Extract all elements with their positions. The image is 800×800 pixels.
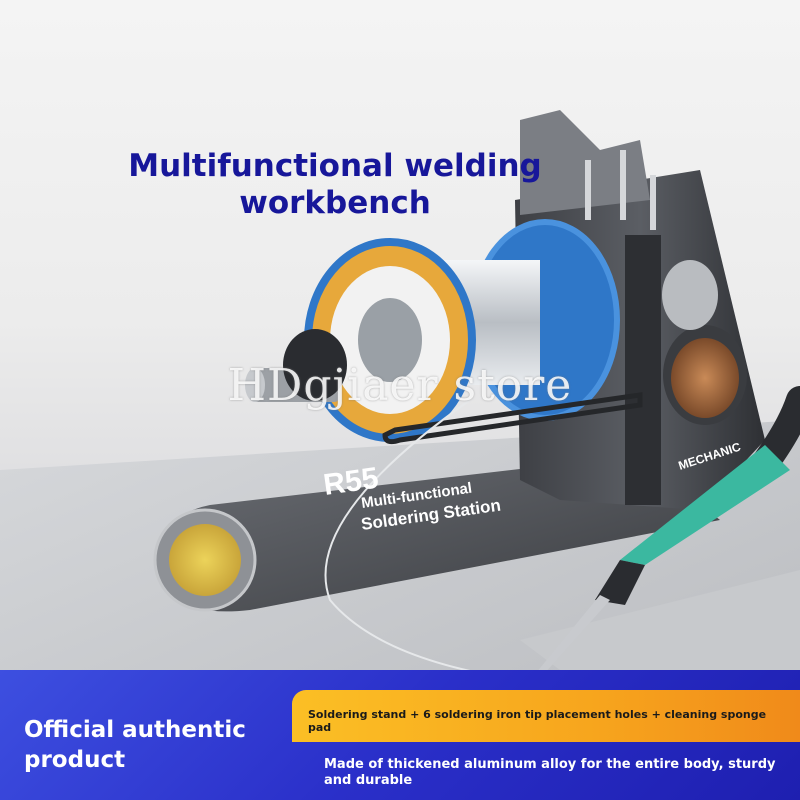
headline: Multifunctional welding workbench [120, 148, 550, 222]
tip-slot [585, 160, 591, 220]
tip-slot [650, 175, 656, 230]
headline-line2: workbench [239, 185, 431, 221]
axle-knob [283, 329, 347, 401]
base-model-print: R55 [321, 462, 380, 502]
brass-wool [671, 338, 739, 418]
feature-strip-text: Soldering stand + 6 soldering iron tip p… [308, 708, 767, 734]
authentic-title-line2: product [24, 747, 126, 773]
feature-strip [292, 690, 800, 742]
holder-knob [662, 260, 718, 330]
sponge-pad [169, 524, 241, 596]
iron-handle [620, 445, 790, 565]
iron-collar [595, 560, 645, 605]
headline-line1: Multifunctional welding [128, 148, 542, 184]
metal-sheet [520, 570, 800, 700]
tower-column [625, 235, 661, 505]
iron-tip [522, 595, 610, 692]
authentic-title-line1: Official authentic [24, 717, 246, 743]
tip-slot [620, 150, 626, 220]
authentic-title: Official authentic product [24, 715, 304, 775]
solder-wire [324, 399, 521, 681]
feature-description: Made of thickened aluminum alloy for the… [324, 757, 776, 788]
store-watermark: HDgjiaer store [227, 360, 573, 411]
spool-hub [358, 298, 422, 382]
axle-end [245, 368, 265, 402]
wire-guide [382, 392, 643, 445]
